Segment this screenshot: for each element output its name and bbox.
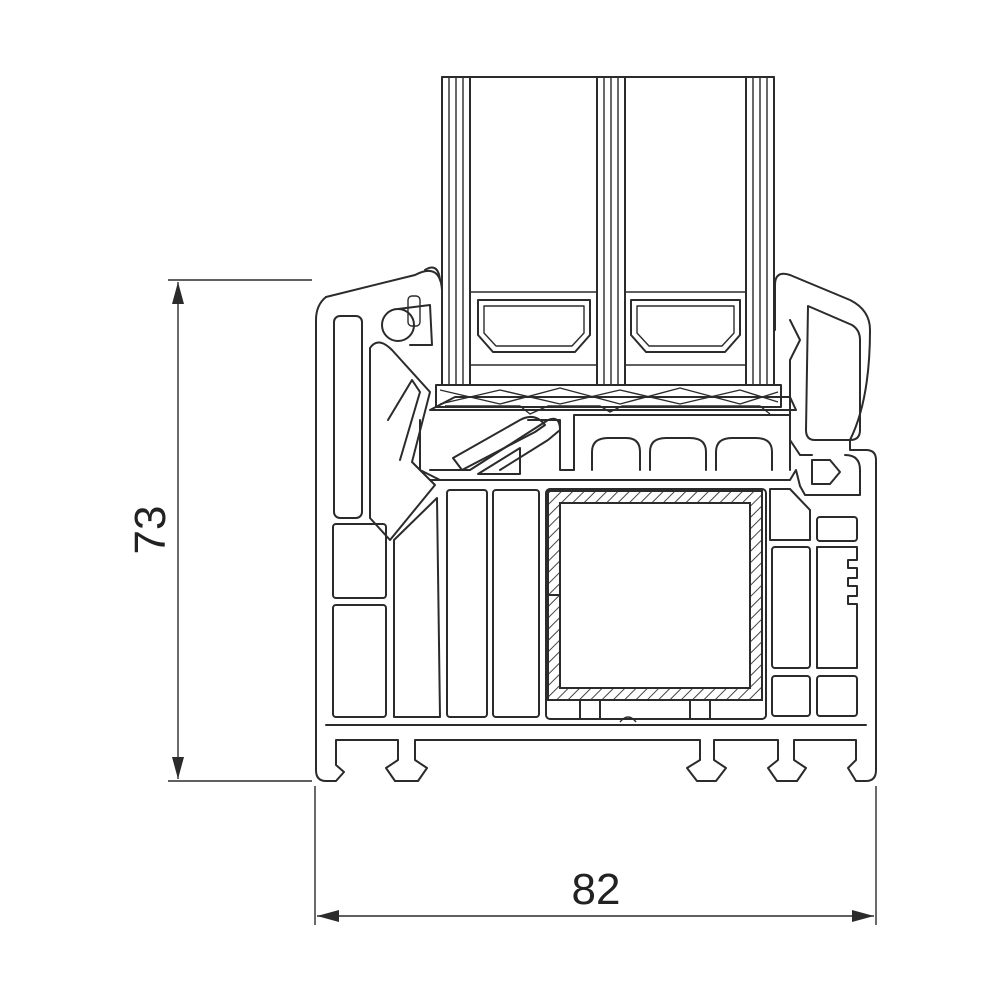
right-chambers: [769, 305, 861, 717]
chamber-left-4: [393, 497, 441, 718]
drain-chamber-1: [591, 437, 641, 471]
chamber-right-4: [816, 546, 858, 669]
spacer-left: [477, 299, 591, 353]
chamber-right-2: [816, 516, 858, 542]
left-chambers: [332, 295, 561, 718]
width-arrow-right: [852, 910, 874, 922]
sash-triangle: [477, 447, 521, 475]
chamber-mid-1: [446, 489, 488, 718]
chamber-left-2: [332, 523, 387, 599]
width-dimension-label: 82: [572, 865, 621, 914]
drain-chamber-2: [649, 437, 707, 471]
chamber-right-3: [771, 546, 811, 669]
glazing-unit: [441, 76, 775, 386]
chamber-mid-2: [492, 489, 540, 718]
height-arrow-top: [172, 282, 184, 304]
frame-outer: [315, 266, 877, 782]
chamber-right-6: [816, 675, 858, 717]
height-arrow-bottom: [172, 757, 184, 779]
width-arrow-left: [317, 910, 339, 922]
height-dimension: 73: [126, 279, 312, 782]
chamber-right-5: [771, 675, 811, 717]
spacer-right: [630, 299, 741, 353]
chamber-left-3: [332, 604, 387, 718]
chamber-left-1: [333, 315, 363, 519]
drain-chamber-3: [715, 437, 773, 471]
setting-block: [429, 384, 797, 415]
width-dimension: 82: [314, 786, 877, 925]
chamber-right-1: [769, 488, 811, 541]
sash-diagonal: [452, 415, 546, 471]
gasket-right: [811, 459, 841, 485]
height-dimension-label: 73: [126, 506, 175, 555]
chamber-right-top: [805, 305, 861, 441]
steel-reinforcement: [545, 488, 767, 720]
sash-chambers: [429, 414, 801, 487]
